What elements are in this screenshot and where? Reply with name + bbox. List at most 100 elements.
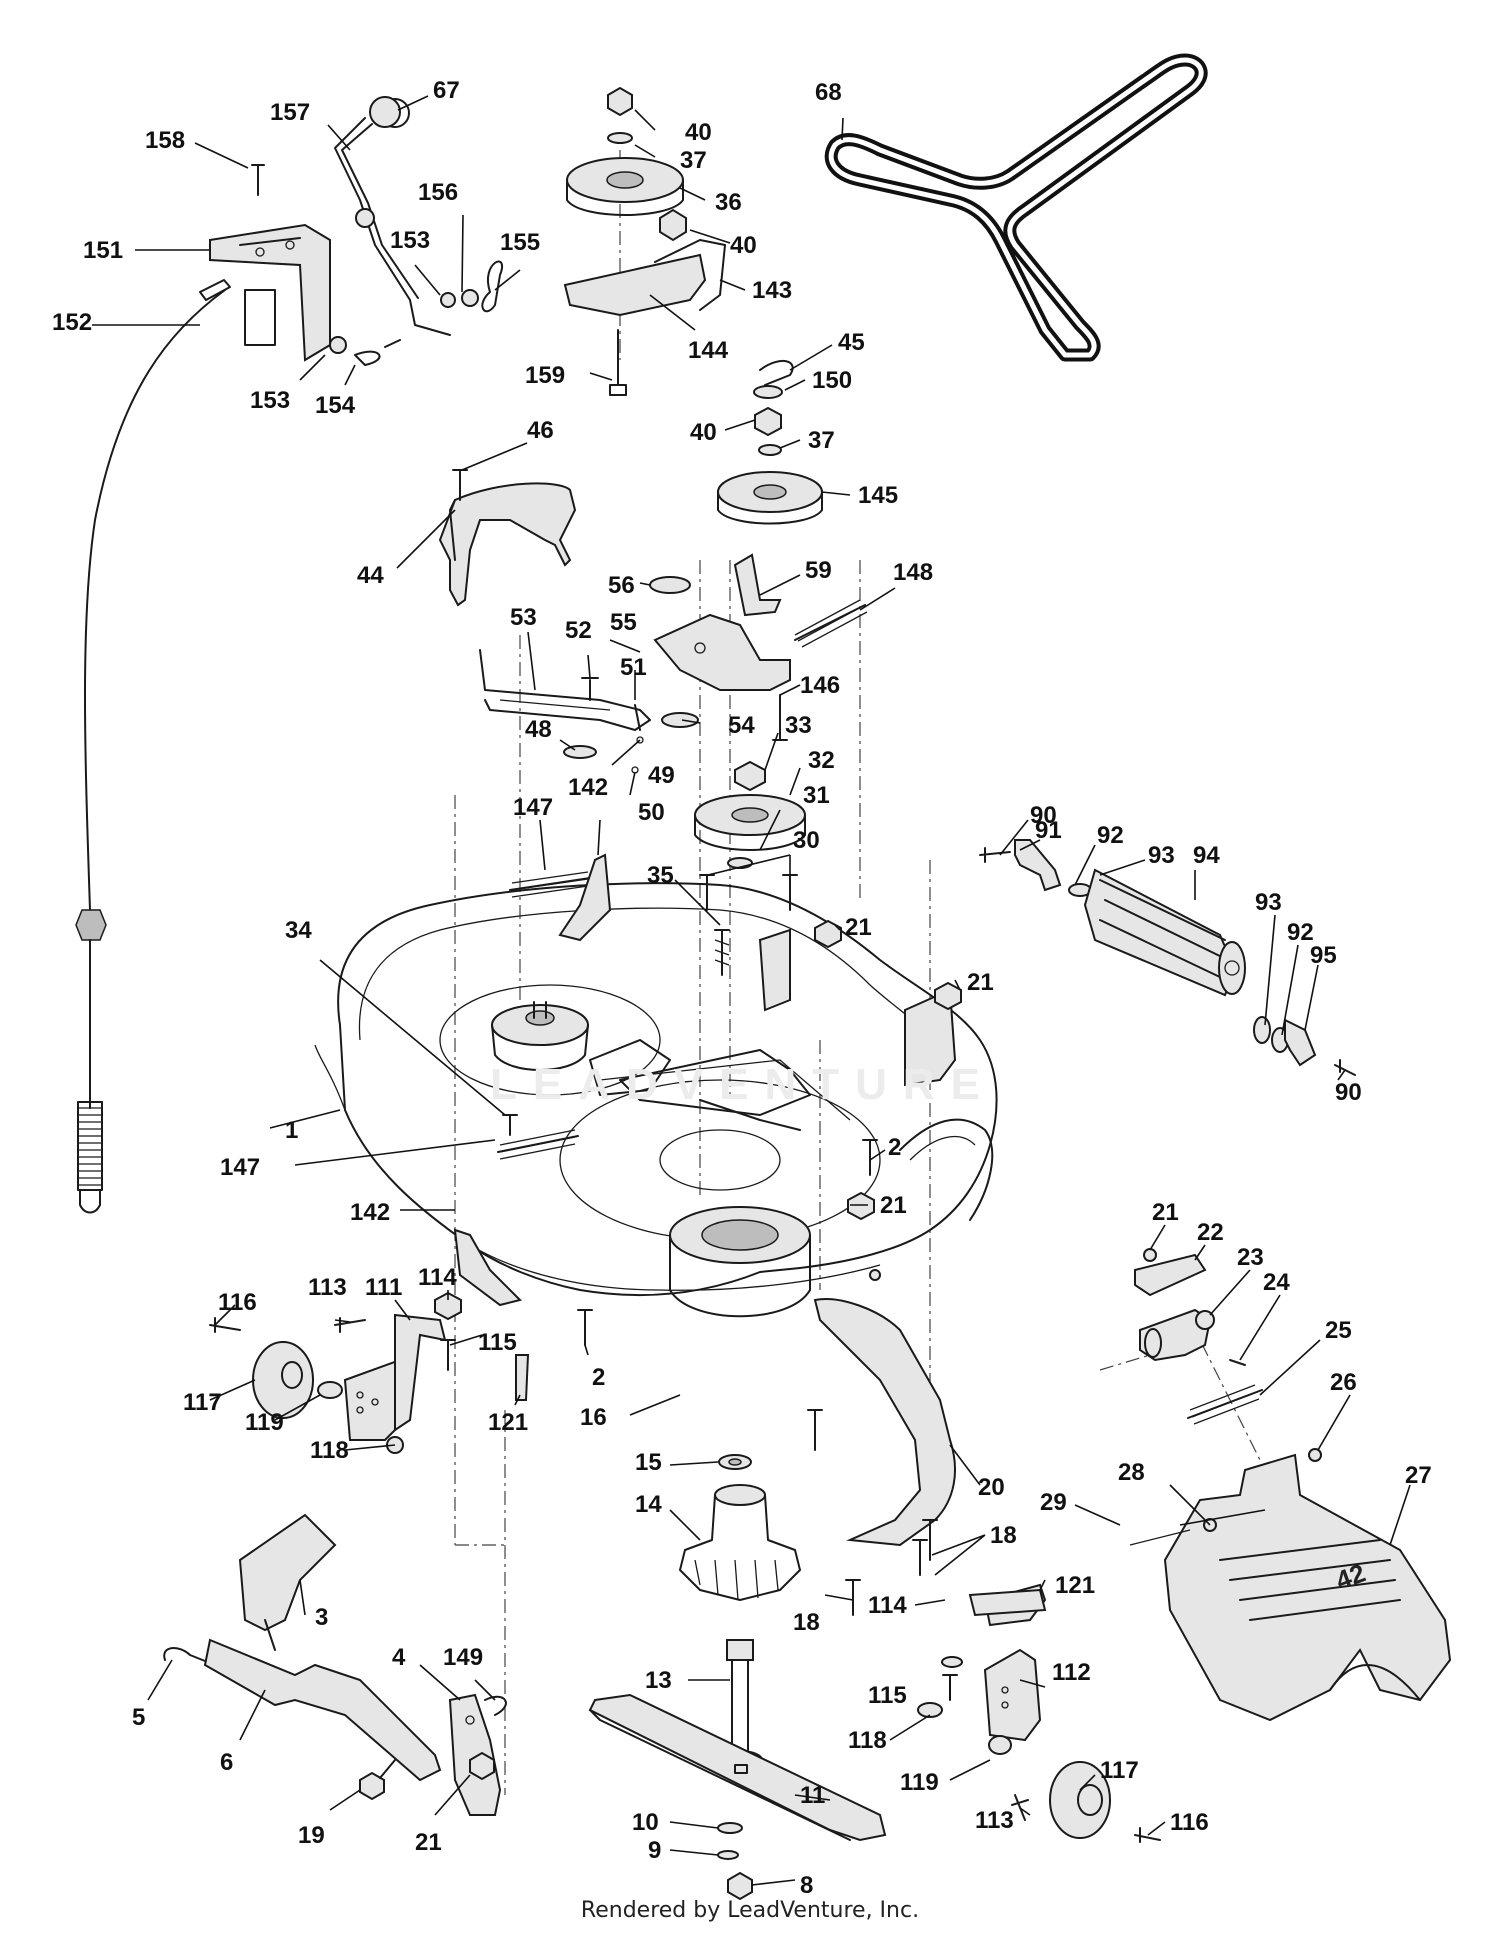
baffle-20 — [813, 1298, 956, 1547]
callout-121: 121 — [488, 1409, 528, 1436]
callout-116: 116 — [218, 1289, 257, 1316]
callout-25: 25 — [1325, 1317, 1352, 1344]
callout-113: 113 — [308, 1274, 347, 1301]
idler-pulley-stack-top — [563, 86, 726, 396]
callout-147: 147 — [513, 794, 553, 821]
callout-24: 24 — [1263, 1269, 1290, 1296]
shield-121-right — [968, 1588, 1047, 1617]
callout-10: 10 — [632, 1809, 659, 1836]
callout-21: 21 — [880, 1192, 907, 1219]
callout-90: 90 — [1335, 1079, 1362, 1106]
callout-49: 49 — [648, 762, 675, 789]
spindle-housing-16 — [669, 1206, 811, 1318]
callout-56: 56 — [608, 572, 635, 599]
callout-13: 13 — [645, 1667, 672, 1694]
callout-154: 154 — [315, 392, 356, 419]
callout-37: 37 — [680, 147, 707, 174]
callout-142: 142 — [568, 774, 608, 801]
callout-11: 11 — [800, 1782, 825, 1809]
callout-142: 142 — [350, 1199, 390, 1226]
callout-95: 95 — [1310, 942, 1337, 969]
lift-link-3 — [238, 1513, 337, 1651]
small-washers-153-156 — [329, 289, 479, 366]
drive-belt-68 — [824, 53, 1208, 362]
callout-23: 23 — [1237, 1244, 1264, 1271]
callout-8: 8 — [800, 1872, 813, 1899]
callout-40: 40 — [685, 119, 712, 146]
callout-37: 37 — [808, 427, 835, 454]
spring-147-lower — [497, 1114, 579, 1160]
callout-18: 18 — [990, 1522, 1017, 1549]
knob-67 — [369, 96, 401, 128]
callout-21: 21 — [967, 969, 994, 996]
gauge-wheel-right — [917, 1583, 1161, 1843]
callout-51: 51 — [620, 654, 647, 681]
callout-113: 113 — [975, 1807, 1014, 1834]
callout-21: 21 — [845, 914, 872, 941]
spring-148 — [794, 599, 868, 648]
discharge-chute-27: 42 — [1129, 1453, 1452, 1722]
callout-5: 5 — [132, 1704, 145, 1731]
callout-119: 119 — [900, 1769, 939, 1796]
callout-22: 22 — [1197, 1219, 1224, 1246]
callout-92: 92 — [1287, 919, 1314, 946]
belt-guard-44 — [438, 469, 577, 607]
callout-93: 93 — [1255, 889, 1282, 916]
bracket-4 — [448, 1693, 507, 1816]
callout-26: 26 — [1330, 1369, 1357, 1396]
callout-50: 50 — [638, 799, 665, 826]
anti-scalp-roller-assembly — [979, 839, 1356, 1076]
callout-54: 54 — [728, 712, 755, 739]
callout-2: 2 — [592, 1364, 605, 1391]
bolts-18-21 — [577, 1269, 938, 1616]
callout-44: 44 — [357, 562, 384, 589]
callout-94: 94 — [1193, 842, 1220, 869]
callout-4: 4 — [392, 1644, 406, 1671]
callout-67: 67 — [433, 77, 460, 104]
callout-1: 1 — [285, 1117, 298, 1144]
deck-idler-arm — [589, 1039, 811, 1131]
callout-116: 116 — [1170, 1809, 1209, 1836]
callout-156: 156 — [418, 179, 458, 206]
callout-157: 157 — [270, 99, 310, 126]
callout-114: 114 — [418, 1264, 457, 1291]
callout-27: 27 — [1405, 1462, 1432, 1489]
callout-118: 118 — [310, 1437, 349, 1464]
callout-93: 93 — [1148, 842, 1175, 869]
callout-152: 152 — [52, 309, 92, 336]
callout-146: 146 — [800, 672, 840, 699]
callout-68: 68 — [815, 79, 842, 106]
callout-153: 153 — [250, 387, 290, 414]
blade-hardware-8-9-10 — [717, 1822, 753, 1901]
callout-111: 111 — [365, 1274, 402, 1301]
callout-112: 112 — [1052, 1659, 1091, 1686]
callout-114: 114 — [868, 1592, 907, 1619]
callout-92: 92 — [1097, 822, 1124, 849]
callout-14: 14 — [635, 1491, 662, 1518]
callout-36: 36 — [715, 189, 742, 216]
callout-33: 33 — [785, 712, 812, 739]
callout-159: 159 — [525, 362, 565, 389]
lift-link-6 — [203, 1638, 442, 1782]
callout-155: 155 — [500, 229, 540, 256]
hairpin-5 — [163, 1647, 216, 1666]
bracket-142-upper — [558, 853, 612, 942]
callout-144: 144 — [688, 337, 729, 364]
callout-91: 91 — [1035, 817, 1062, 844]
callout-29: 29 — [1040, 1489, 1067, 1516]
callout-118: 118 — [848, 1727, 887, 1754]
callout-115: 115 — [868, 1682, 907, 1709]
callout-150: 150 — [812, 367, 852, 394]
callout-55: 55 — [610, 609, 637, 636]
spring-147-upper — [509, 871, 591, 898]
gauge-wheel-left — [209, 1291, 530, 1454]
callout-153: 153 — [390, 227, 430, 254]
callout-46: 46 — [527, 417, 554, 444]
deck-latch-assembly — [1134, 1248, 1322, 1462]
leader-lines — [92, 95, 1411, 1886]
washers-48-51 — [563, 736, 644, 774]
callout-52: 52 — [565, 617, 592, 644]
callout-15: 15 — [635, 1449, 662, 1476]
drive-pulley-32 — [694, 760, 806, 869]
